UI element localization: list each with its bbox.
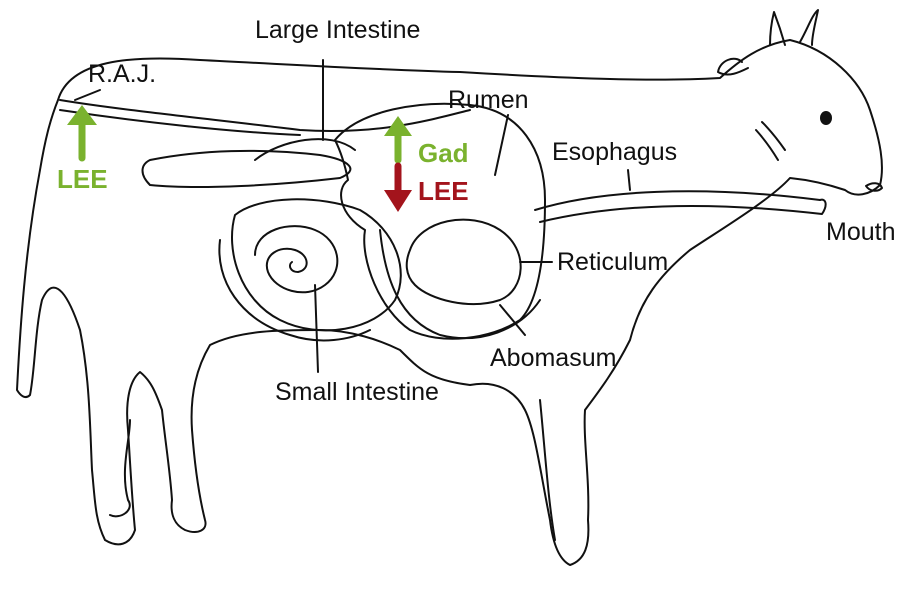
- esophagus-tube: [535, 191, 820, 210]
- label-abomasum: Abomasum: [490, 344, 616, 372]
- label-esophagus: Esophagus: [552, 138, 677, 166]
- esophagus-tube-2: [540, 200, 826, 222]
- raj-increase-arrow-icon: [67, 105, 97, 158]
- rumen-increase-arrow-icon: [384, 116, 412, 160]
- horn-outline: [770, 12, 785, 45]
- spine-line: [60, 100, 470, 131]
- label-reticulum: Reticulum: [557, 248, 668, 276]
- leader-rumen: [495, 115, 508, 175]
- marker-rumen-gad: Gad: [418, 138, 469, 168]
- label-small-intestine: Small Intestine: [275, 378, 439, 406]
- leader-raj: [75, 90, 100, 100]
- reticulum-organ: [407, 220, 521, 304]
- leg-detail: [110, 420, 130, 516]
- label-raj: R.A.J.: [88, 60, 156, 88]
- marker-raj-lee: LEE: [57, 164, 108, 194]
- small-intestine-coil: [255, 226, 337, 292]
- cheek-line: [756, 130, 778, 160]
- large-intestine-organ: [143, 151, 351, 187]
- leader-esophagus: [628, 170, 630, 190]
- horn-outline: [800, 10, 818, 45]
- label-large-intestine: Large Intestine: [255, 16, 420, 44]
- label-rumen: Rumen: [448, 86, 529, 114]
- leader-small-intestine: [315, 285, 318, 372]
- cow-body-outline: [17, 40, 882, 565]
- label-mouth: Mouth: [826, 218, 895, 246]
- spine-line-2: [60, 110, 300, 135]
- leg-detail-front: [540, 400, 555, 540]
- rumen-decrease-arrow-icon: [384, 166, 412, 212]
- marker-rumen-lee: LEE: [418, 176, 469, 206]
- cheek-line: [762, 122, 785, 150]
- eye-icon: [820, 111, 832, 125]
